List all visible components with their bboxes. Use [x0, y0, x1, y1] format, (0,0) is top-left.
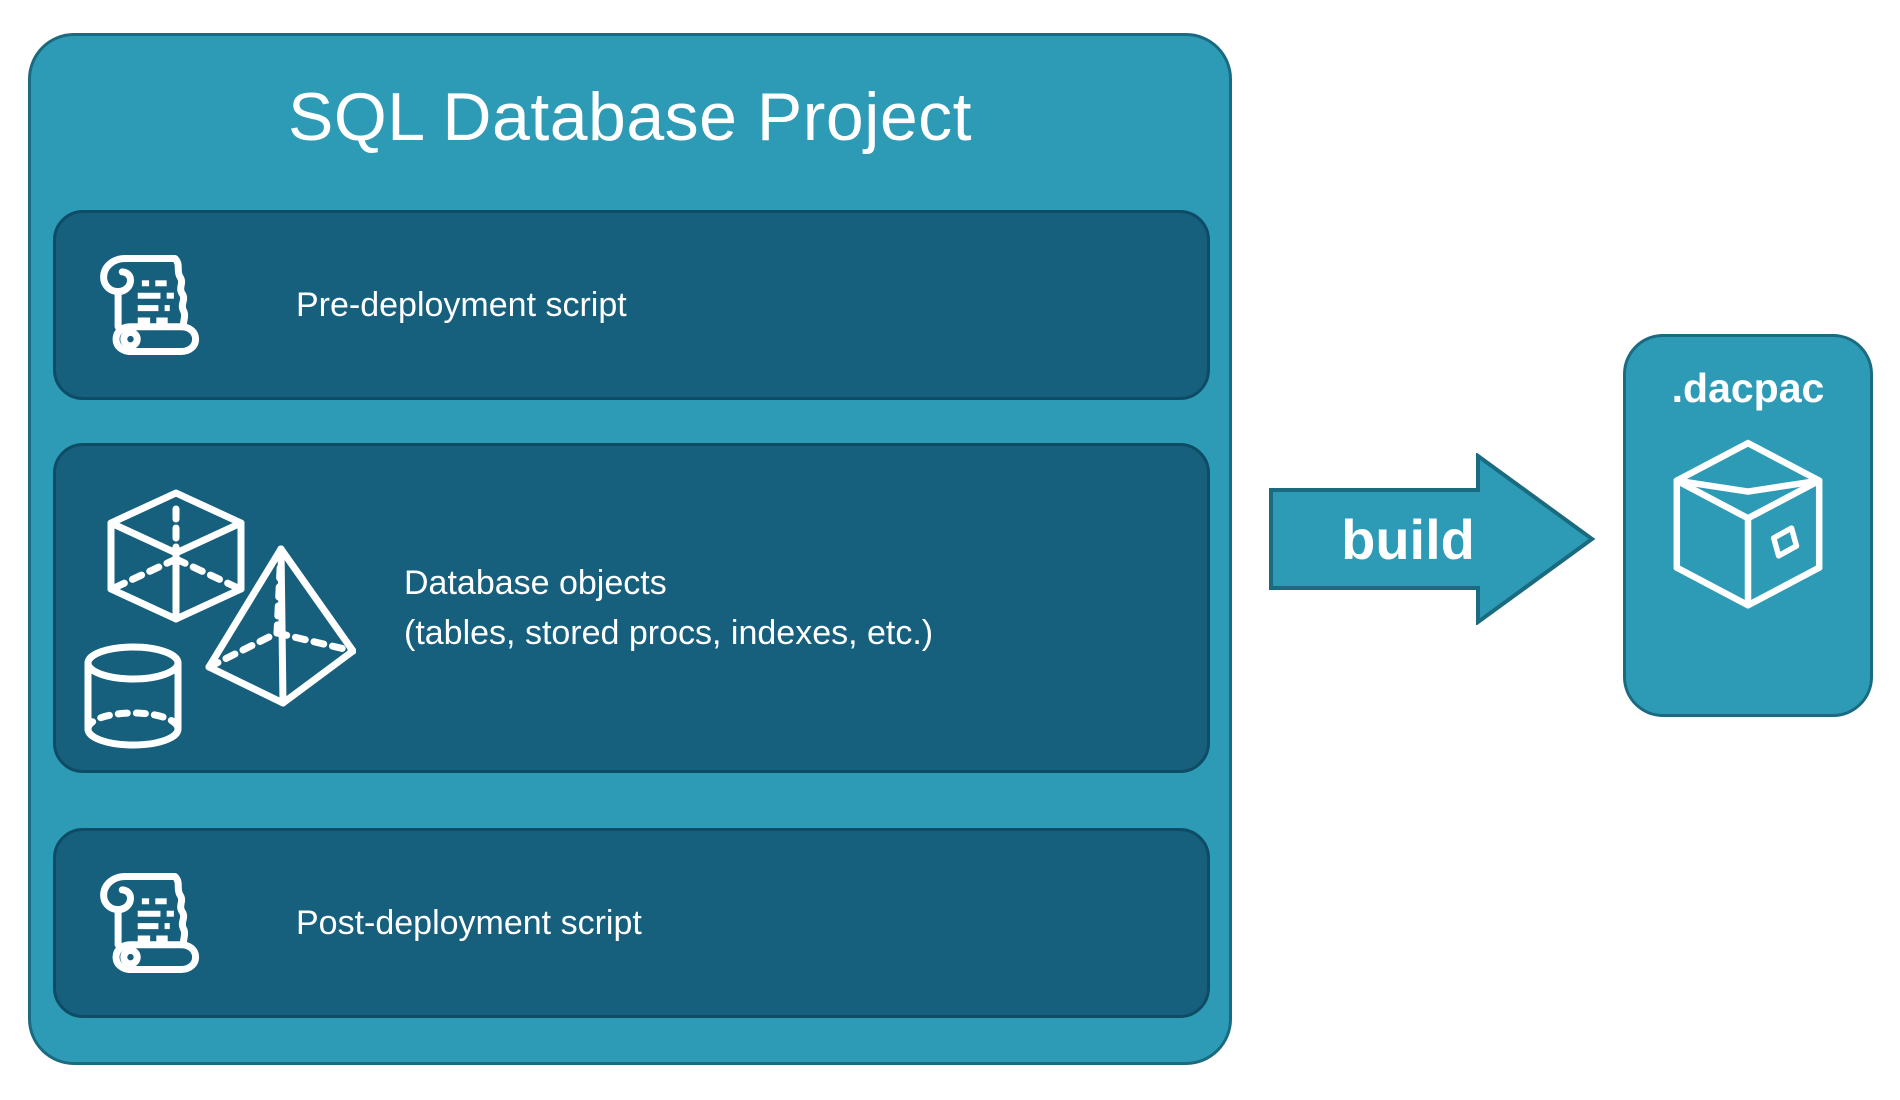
panel-label: Pre-deployment script: [296, 286, 627, 324]
cube-icon: [111, 493, 241, 619]
dacpac-container: .dacpac: [1623, 334, 1873, 717]
panel-label-line2: (tables, stored procs, indexes, etc.): [404, 614, 934, 652]
database-objects-panel: Database objects (tables, stored procs, …: [53, 443, 1210, 773]
panel-label: Database objects (tables, stored procs, …: [404, 558, 933, 658]
panel-label: Post-deployment script: [296, 904, 642, 942]
pre-deployment-panel: Pre-deployment script: [53, 210, 1210, 400]
package-icon: [1659, 433, 1837, 645]
scroll-icon: [84, 243, 208, 367]
panel-label-line1: Database objects: [404, 564, 667, 602]
pyramid-icon: [209, 549, 353, 703]
sql-project-container: SQL Database Project P: [28, 33, 1232, 1065]
post-deployment-panel: Post-deployment script: [53, 828, 1210, 1018]
build-arrow-label: build: [1341, 507, 1475, 571]
dacpac-label: .dacpac: [1671, 365, 1825, 411]
scroll-icon: [84, 861, 208, 985]
cylinder-icon: [88, 647, 178, 745]
shapes-icon: [76, 469, 356, 753]
arrow-shape: [1268, 453, 1596, 625]
build-arrow: build: [1268, 453, 1596, 625]
project-title: SQL Database Project: [287, 79, 973, 155]
